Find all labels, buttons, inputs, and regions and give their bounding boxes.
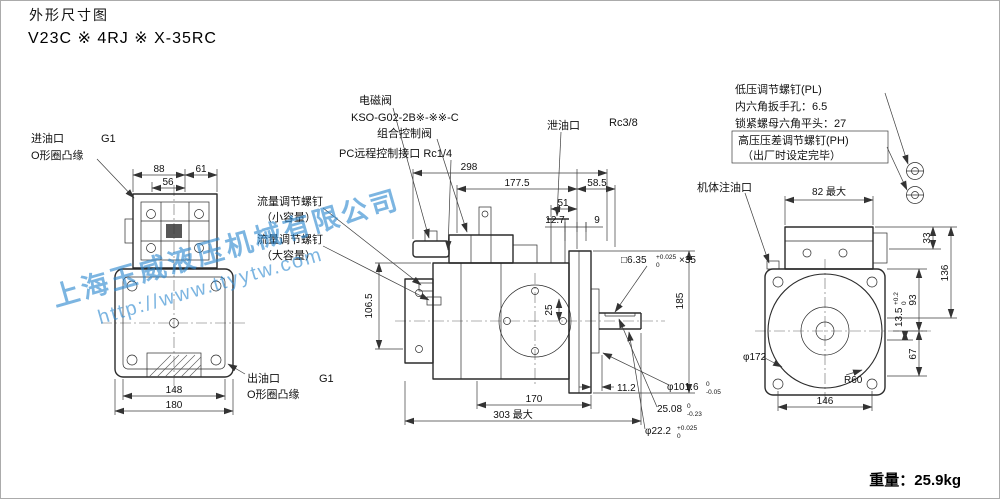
dim-key-base: □6.35 [621, 255, 647, 266]
dim-11-2: 11.2 [617, 383, 636, 394]
dim-spigot-tol-bot: -0.05 [706, 389, 721, 396]
outlet-flange-label: O形圈凸缘 [247, 388, 300, 401]
dim-spigot-tol-top: 0 [706, 381, 710, 388]
flow-screw-large-label: 流量调节螺钉 [257, 232, 323, 246]
dim-180: 180 [166, 400, 183, 411]
hex-wrench-hole-label: 内六角扳手孔：6.5 [735, 99, 827, 113]
dim-shaft-tol-bot: 0 [677, 433, 681, 440]
drain-thread-label: Rc3/8 [609, 117, 638, 129]
dim-67: 67 [908, 348, 919, 360]
dim-148: 148 [166, 385, 183, 396]
dim-136: 136 [940, 264, 951, 281]
dim-13-5-group: 13.5 +0.2 0 [893, 292, 908, 327]
dim-58-5: 58.5 [587, 178, 607, 189]
dim-33: 33 [922, 232, 933, 244]
mount-pad-hatch [146, 352, 202, 378]
outlet-port-label: 出油口 [247, 371, 280, 385]
dim-82-max: 82 最大 [812, 185, 846, 198]
page-title: 外形尺寸图 [29, 7, 109, 23]
inlet-port-label: 进油口 [31, 131, 64, 145]
dim-keyheight-tol-top: 0 [687, 403, 691, 410]
dim-170: 170 [526, 394, 543, 405]
dim-61: 61 [195, 164, 207, 175]
outlet-thread-label: G1 [319, 373, 334, 385]
dim-13-5-tol-top: +0.2 [893, 292, 900, 305]
dim-shaft-tol-top: +0.025 [677, 425, 697, 432]
high-pressure-screw-label: 高压压差调节螺钉(PH) [738, 133, 849, 147]
inlet-thread-label: G1 [101, 133, 116, 145]
dim-51: 51 [557, 198, 569, 209]
weight-note: 重量：25.9kg [869, 472, 961, 489]
solenoid-valve-label: 电磁阀 [359, 93, 392, 107]
model-code: V23C ※ 4RJ ※ X-35RC [28, 30, 217, 47]
factory-set-box [731, 130, 889, 164]
dim-spigot-base: φ101.6 [667, 382, 699, 393]
dim-88: 88 [153, 164, 165, 175]
dim-177-5: 177.5 [504, 178, 529, 189]
dim-shaft-base: φ22.2 [645, 426, 671, 437]
end-view-dimensions [744, 92, 957, 411]
valve-model-label: KSO-G02-2B※-※※-C [351, 112, 459, 124]
side-view-geometry [395, 206, 665, 394]
pc-port-label: PC远程控制接口 Rc1/4 [339, 146, 452, 160]
dim-303-max: 303 最大 [493, 408, 532, 421]
end-view-geometry [731, 130, 931, 403]
low-pressure-screw-label: 低压调节螺钉(PL) [735, 83, 822, 96]
fill-port-label: 机体注油口 [697, 180, 752, 194]
side-view-dimensions [375, 169, 695, 425]
combo-valve-label: 组合控制阀 [377, 126, 432, 140]
dim-146: 146 [817, 396, 834, 407]
factory-set-label: （出厂时设定完毕） [742, 148, 841, 162]
flow-screw-large-note: （大容量） [261, 248, 316, 262]
dim-key-tol-bot: 0 [656, 262, 660, 269]
dim-298: 298 [461, 162, 478, 173]
dim-keyheight-tol-bot: -0.23 [687, 411, 702, 418]
drain-port-label: 泄油口 [547, 118, 580, 132]
dim-56: 56 [162, 177, 174, 188]
dim-13-5-base: 13.5 [894, 307, 905, 327]
dim-9: 9 [594, 215, 600, 226]
dim-keyheight-base: 25.08 [657, 404, 682, 415]
dim-13-5-tol-bot: 0 [901, 301, 908, 305]
dim-106-5: 106.5 [364, 293, 375, 318]
inlet-flange-label: O形圈凸缘 [31, 149, 84, 162]
dim-12-7: 12.7 [545, 215, 565, 226]
dim-185: 185 [675, 292, 686, 309]
side-view-leaders [322, 107, 670, 430]
dim-25: 25 [544, 304, 555, 316]
dim-r60: R60 [844, 375, 863, 386]
dim-key-suffix: ×35 [679, 255, 696, 266]
dim-key-tol-top: +0.025 [656, 254, 676, 261]
top-view-geometry [101, 185, 247, 391]
lock-nut-label: 锁紧螺母六角平头：27 [735, 116, 846, 130]
annotation-texts: 进油口 G1 O形圈凸缘 88 61 56 148 180 出油口 G1 O形圈… [31, 83, 951, 440]
dim-dia172: φ172 [743, 352, 767, 363]
top-view-dimensions [96, 158, 246, 415]
dim-93: 93 [908, 294, 919, 306]
flow-screw-small-note: （小容量） [261, 210, 316, 224]
flow-screw-small-label: 流量调节螺钉 [257, 194, 323, 208]
